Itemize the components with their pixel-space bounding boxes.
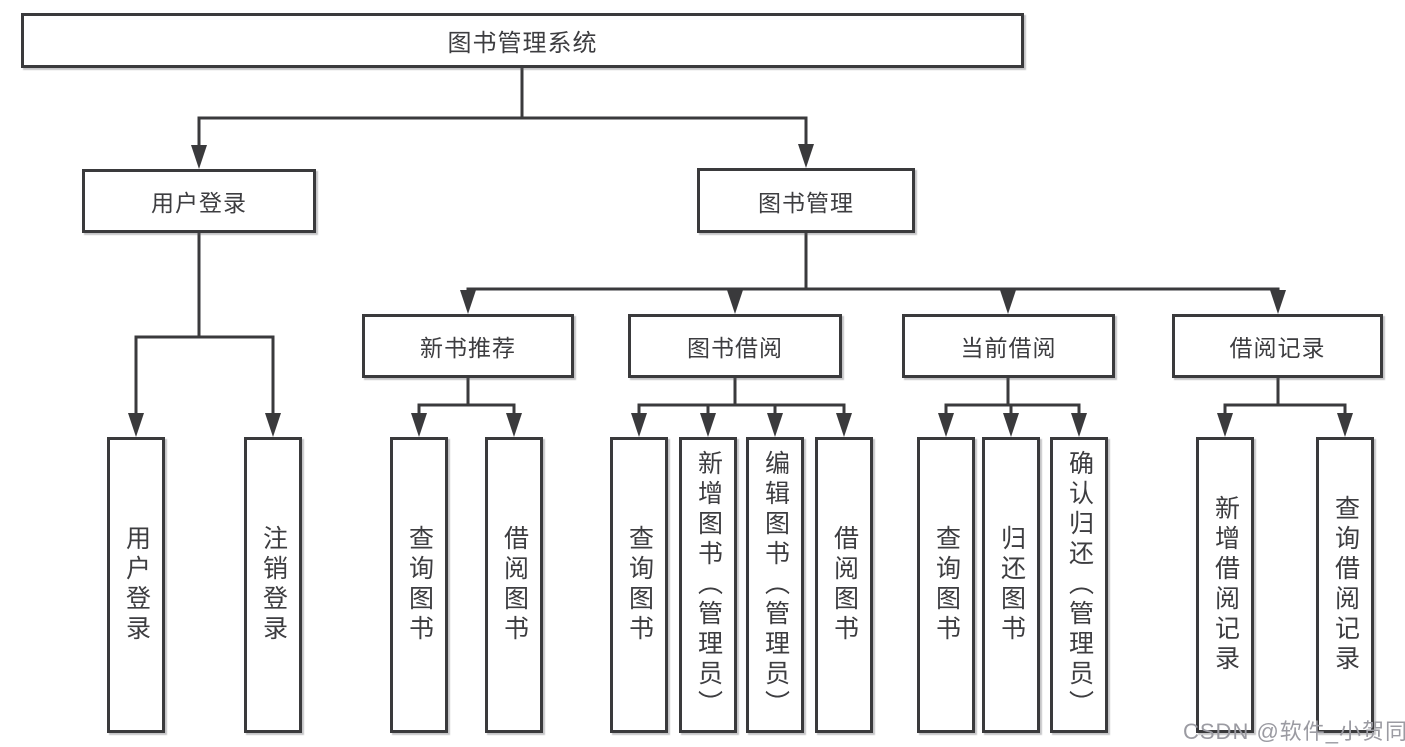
- node-leaf-logout: 注销登录: [244, 437, 302, 733]
- node-leaf-confirm-return-admin: 确认归还（管理员）: [1050, 437, 1108, 733]
- arrowhead-icon: [191, 145, 207, 169]
- node-label: 图书管理系统: [447, 30, 598, 57]
- node-book-management: 图书管理: [697, 168, 915, 233]
- arrowhead-icon: [265, 413, 281, 437]
- node-label: 查询图书: [405, 525, 434, 645]
- node-leaf-return-books: 归还图书: [982, 437, 1040, 733]
- arrowhead-icon: [798, 144, 814, 168]
- arrowhead-icon: [631, 413, 647, 437]
- arrowhead-icon: [411, 413, 427, 437]
- arrowhead-icon: [767, 413, 783, 437]
- arrowhead-icon: [506, 413, 522, 437]
- node-label: 新增图书（管理员）: [694, 450, 723, 720]
- node-leaf-query-books-rec: 查询图书: [390, 437, 448, 733]
- node-leaf-edit-book-admin: 编辑图书（管理员）: [746, 437, 804, 733]
- node-leaf-borrow-books-rec: 借阅图书: [485, 437, 543, 733]
- node-borrow-records: 借阅记录: [1172, 314, 1383, 378]
- node-label: 确认归还（管理员）: [1065, 450, 1094, 720]
- node-label: 图书借阅: [687, 335, 783, 361]
- csdn-watermark: CSDN @软件_小贺同学: [1183, 719, 1405, 744]
- node-label: 查询借阅记录: [1331, 495, 1360, 675]
- node-label: 用户登录: [151, 190, 247, 216]
- arrowhead-icon: [1000, 290, 1016, 314]
- node-label: 归还图书: [997, 525, 1026, 645]
- node-label: 编辑图书（管理员）: [761, 450, 790, 720]
- arrowhead-icon: [836, 413, 852, 437]
- node-leaf-add-borrow-record: 新增借阅记录: [1196, 437, 1254, 733]
- arrowhead-icon: [1337, 413, 1353, 437]
- node-label: 图书管理: [758, 189, 854, 216]
- arrowhead-icon: [1003, 413, 1019, 437]
- node-leaf-add-book-admin: 新增图书（管理员）: [679, 437, 737, 733]
- node-leaf-query-books-current: 查询图书: [917, 437, 975, 733]
- arrowhead-icon: [727, 290, 743, 314]
- node-label: 查询图书: [932, 525, 961, 645]
- node-label: 借阅图书: [500, 525, 529, 645]
- node-new-book-recommend: 新书推荐: [362, 314, 574, 378]
- arrowhead-icon: [1071, 413, 1087, 437]
- node-user-login: 用户登录: [82, 169, 316, 233]
- node-label: 新增借阅记录: [1211, 495, 1240, 675]
- node-leaf-user-login: 用户登录: [107, 437, 165, 733]
- arrowhead-icon: [938, 413, 954, 437]
- node-label: 借阅记录: [1229, 335, 1326, 361]
- node-label: 当前借阅: [960, 335, 1057, 361]
- arrowhead-icon: [1270, 290, 1286, 314]
- node-leaf-query-books-borrow: 查询图书: [610, 437, 668, 733]
- node-label: 注销登录: [259, 525, 288, 645]
- arrowhead-icon: [700, 413, 716, 437]
- node-book-borrowing: 图书借阅: [628, 314, 842, 378]
- node-label: 借阅图书: [830, 525, 859, 645]
- arrowhead-icon: [1217, 413, 1233, 437]
- node-current-borrowing: 当前借阅: [902, 314, 1115, 378]
- node-root: 图书管理系统: [21, 13, 1024, 68]
- node-label: 新书推荐: [420, 335, 516, 361]
- node-leaf-query-borrow-record: 查询借阅记录: [1316, 437, 1374, 733]
- node-label: 查询图书: [625, 525, 654, 645]
- node-leaf-borrow-books-borrow: 借阅图书: [815, 437, 873, 733]
- arrowhead-icon: [128, 413, 144, 437]
- arrowhead-icon: [460, 290, 476, 314]
- node-label: 用户登录: [122, 525, 151, 645]
